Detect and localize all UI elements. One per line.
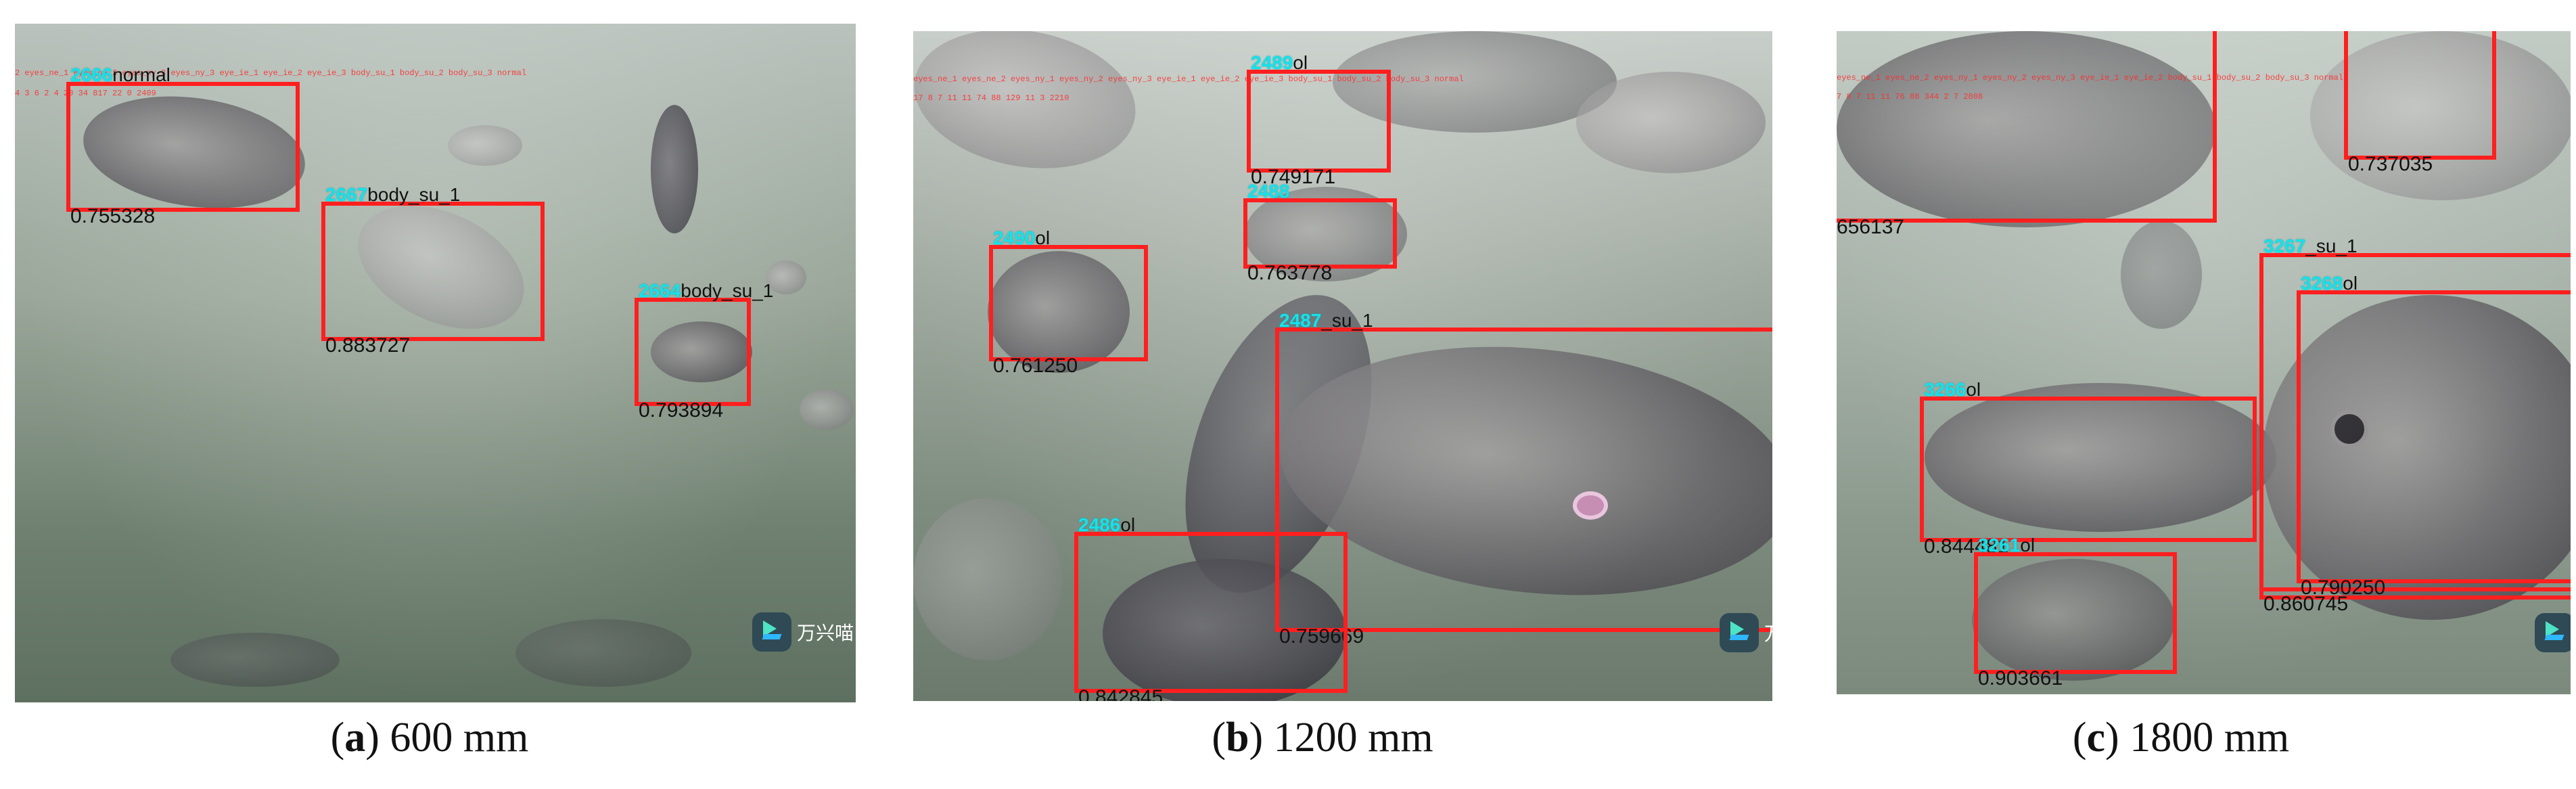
detection-box: 2488 0.763778 (1243, 181, 1397, 284)
watermark-icon (2535, 613, 2571, 652)
detection-label: 3267_su_1 (2263, 235, 2358, 256)
detection-box: 656137 (1837, 31, 2217, 238)
detection-label: 3266ol (1924, 379, 1981, 400)
detection-score: 0.761250 (993, 355, 1078, 377)
detection-score: 0.860745 (2263, 593, 2349, 615)
fish (913, 498, 1062, 660)
panel-a-image: 2 eyes_ne_1 eyes_ne_2 eyes_ny_3 eyes_ny_… (15, 24, 856, 702)
detection-box: 2487_su_1 0.759669 (1275, 310, 1772, 648)
fish (988, 251, 1130, 373)
fish (651, 105, 698, 233)
detection-box: 2490ol 0.761250 (989, 227, 1148, 377)
fish (170, 633, 340, 687)
class-header-values: 7 8 7 11 11 76 88 344 2 7 2808 (1837, 92, 1983, 102)
fish (515, 619, 691, 687)
caption-c: (c) 1800 mm (2072, 715, 2290, 761)
fish (2121, 221, 2202, 329)
detection-box: 2664body_su_1 0.793894 (635, 280, 773, 422)
watermark-text: 万兴喵 (797, 623, 854, 644)
fish (800, 389, 854, 430)
detection-box: 2489ol 0.749171 (1247, 52, 1391, 188)
watermark-icon (752, 612, 791, 652)
fish-eye (2330, 410, 2368, 448)
detection-score: 656137 (1837, 216, 1905, 238)
fish (1925, 383, 2276, 532)
panel-b-image: eyes_ne_1 eyes_ne_2 eyes_ny_1 eyes_ny_2 … (913, 31, 1772, 701)
fish (2263, 295, 2571, 620)
watermark-logo (2535, 613, 2571, 652)
detection-box: 2486ol 0.842845 (1074, 514, 1348, 701)
detection-label: 2487_su_1 (1279, 310, 1373, 331)
class-header-values: 4 3 6 2 4 20 34 817 22 0 2409 (15, 89, 156, 98)
detection-label: 3261ol (1978, 535, 2036, 556)
fish (1837, 31, 2215, 227)
watermark-logo: 万兴喵 (752, 612, 854, 652)
detection-box: 3267_su_1 (2259, 235, 2571, 591)
detection-label: 2664body_su_1 (639, 280, 774, 301)
fish (651, 321, 752, 382)
fish (448, 125, 522, 166)
water-haze (15, 24, 856, 702)
panel-b: eyes_ne_1 eyes_ne_2 eyes_ny_1 eyes_ny_2 … (859, 0, 1786, 789)
detection-score: 0.759669 (1279, 625, 1364, 648)
watermark-icon (1720, 613, 1759, 652)
watermark-text: 万兴 (1764, 619, 1772, 646)
fish (2310, 31, 2571, 200)
panel-a: 2 eyes_ne_1 eyes_ne_2 eyes_ny_3 eyes_ny_… (0, 0, 859, 789)
detection-label: 2666normal (70, 64, 170, 85)
detection-score: 0.763778 (1247, 262, 1333, 284)
detection-box: 3261ol 0.903661 (1974, 535, 2177, 690)
fish-eye (1573, 491, 1608, 520)
class-header-labels: eyes_ne_1 eyes_ne_2 eyes_ny_1 eyes_ny_2 … (913, 74, 1464, 84)
detection-score: 0.842845 (1078, 686, 1164, 701)
detection-box: 3266ol 0.844481 (1920, 379, 2257, 558)
caption-b: (b) 1200 mm (1212, 715, 1433, 761)
panel-c: eyes_ne_1 eyes_ne_2 eyes_ny_1 eyes_ny_2 … (1786, 0, 2576, 789)
detection-score: 0.737035 (2348, 153, 2433, 175)
caption-a: (a) 600 mm (330, 715, 529, 761)
watermark-logo: 万兴 (1720, 613, 1772, 652)
water-haze (913, 31, 1772, 701)
detection-label: 2489ol (1251, 52, 1308, 73)
detection-score: 0.790250 (2301, 577, 2386, 599)
detection-box: 0.737035 (2344, 31, 2496, 175)
detection-score: 0.883727 (325, 334, 411, 357)
fish (1972, 559, 2175, 681)
detection-score: 0.749171 (1251, 166, 1336, 188)
detection-box: 0.860745 (2259, 559, 2571, 615)
fish (1333, 31, 1617, 133)
fish (1576, 72, 1766, 173)
detection-label: 3268ol (2301, 273, 2358, 294)
detection-score: 0.755328 (70, 205, 156, 227)
detection-score: 0.903661 (1978, 667, 2063, 690)
water-haze (1837, 31, 2571, 694)
detection-box: 3268ol 0.790250 (2297, 273, 2571, 599)
detection-label: 2667body_su_1 (325, 184, 461, 205)
detection-label: 2486ol (1078, 514, 1136, 535)
fish (766, 261, 806, 294)
detection-label: 2488 (1247, 181, 1290, 202)
class-header-labels: 2 eyes_ne_1 eyes_ne_2 eyes_ny_3 eyes_ny_… (15, 68, 527, 78)
detection-score: 0.793894 (639, 399, 724, 422)
detection-box: 2667body_su_1 0.883727 (321, 184, 545, 357)
detection-label: 2490ol (993, 227, 1051, 248)
detection-box: 2666normal 0.755328 (66, 64, 300, 227)
class-header-values: 17 8 7 11 11 74 88 129 11 3 2210 (913, 93, 1070, 103)
panel-c-image: eyes_ne_1 eyes_ne_2 eyes_ny_1 eyes_ny_2 … (1837, 31, 2571, 694)
